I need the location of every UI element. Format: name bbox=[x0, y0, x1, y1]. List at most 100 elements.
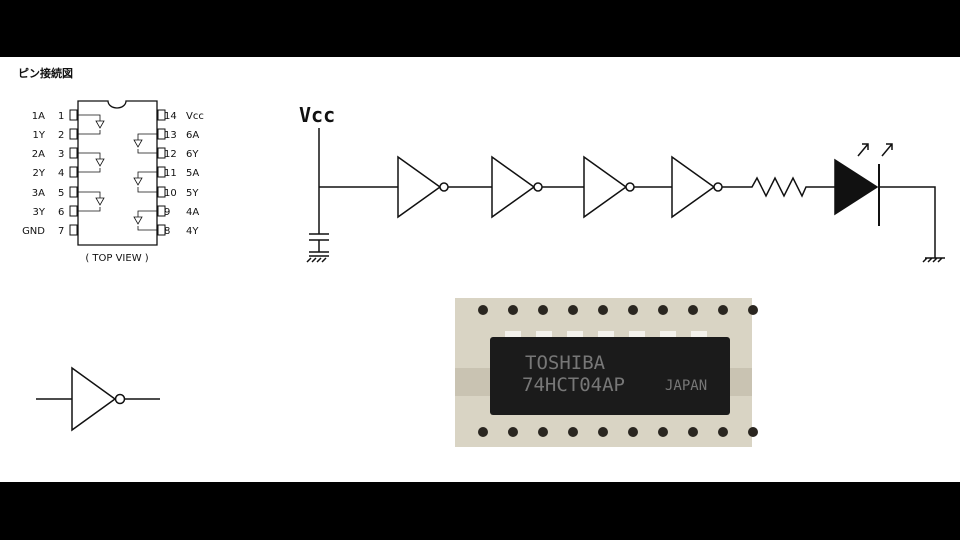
pin-pad bbox=[157, 109, 166, 121]
pin-number: 8 bbox=[164, 226, 170, 237]
ic-pin bbox=[505, 331, 521, 338]
inverter-bubble bbox=[439, 182, 449, 192]
inverter-bubble bbox=[713, 182, 723, 192]
inverter-gate bbox=[583, 155, 628, 219]
pin-pad bbox=[157, 205, 166, 217]
breadboard-hole bbox=[628, 305, 638, 315]
pin-number: 6 bbox=[58, 207, 64, 218]
pin-pad bbox=[69, 186, 78, 198]
ic-pin bbox=[536, 331, 552, 338]
ic-internal-gates bbox=[78, 114, 157, 231]
pin-pad bbox=[157, 224, 166, 236]
ic-pin bbox=[629, 331, 645, 338]
ic-pin bbox=[598, 331, 614, 338]
vcc-label: Vcc bbox=[299, 103, 335, 127]
led-diode bbox=[834, 158, 879, 216]
pin-number: 3 bbox=[58, 149, 64, 160]
inverter-chain-circuit: Vcc bbox=[299, 103, 945, 263]
breadboard-hole bbox=[658, 427, 668, 437]
pin-pad bbox=[69, 147, 78, 159]
breadboard-hole bbox=[478, 427, 488, 437]
internal-inverter bbox=[78, 114, 105, 135]
pin-number: 14 bbox=[164, 111, 177, 122]
not-gate-symbol bbox=[36, 366, 160, 432]
pin-name: 5Y bbox=[186, 188, 199, 199]
breadboard-hole bbox=[658, 305, 668, 315]
pin-name: 2Y bbox=[33, 168, 46, 179]
pin-number: 2 bbox=[58, 130, 64, 141]
breadboard-hole bbox=[748, 427, 758, 437]
pin-name: 2A bbox=[32, 149, 45, 160]
pin-name: 5A bbox=[186, 168, 199, 179]
ic-package-outline bbox=[77, 100, 158, 246]
breadboard-hole bbox=[478, 305, 488, 315]
pin-pad bbox=[157, 147, 166, 159]
ground-symbol-right bbox=[879, 186, 945, 263]
inverter-bubble bbox=[533, 182, 543, 192]
pin-name: 6A bbox=[186, 130, 199, 141]
pin-number: 5 bbox=[58, 188, 64, 199]
internal-inverter bbox=[78, 152, 105, 173]
pin-name: 3A bbox=[32, 188, 45, 199]
pin-pad bbox=[157, 166, 166, 178]
breadboard-hole bbox=[748, 305, 758, 315]
pin-number: 11 bbox=[164, 168, 177, 179]
ground-symbol-left bbox=[306, 255, 329, 263]
ic-pin bbox=[660, 331, 676, 338]
pin-pad bbox=[69, 109, 78, 121]
chip-photo: TOSHIBA 74HCT04AP JAPAN bbox=[455, 298, 758, 447]
ic-pin bbox=[691, 331, 707, 338]
inverter-gate bbox=[491, 155, 536, 219]
pin-number: 10 bbox=[164, 188, 177, 199]
internal-inverter bbox=[133, 210, 157, 231]
inverter-gate bbox=[671, 155, 716, 219]
pin-pad bbox=[69, 166, 78, 178]
chip-brand: TOSHIBA bbox=[525, 352, 606, 374]
breadboard-hole bbox=[538, 427, 548, 437]
pin-number: 13 bbox=[164, 130, 177, 141]
ic-chip-body bbox=[490, 337, 730, 415]
internal-inverter bbox=[133, 133, 157, 154]
chip-origin: JAPAN bbox=[665, 378, 707, 394]
pin-number: 9 bbox=[164, 207, 170, 218]
pin-number: 4 bbox=[58, 168, 64, 179]
decoupling-capacitor bbox=[309, 128, 329, 253]
pin-name: Vcc bbox=[186, 111, 204, 122]
pin-diagram-title: ピン接続図 bbox=[18, 66, 73, 80]
pin-name: 6Y bbox=[186, 149, 199, 160]
inverter-chain bbox=[397, 155, 723, 219]
breadboard-hole bbox=[508, 305, 518, 315]
top-view-label: ( TOP VIEW ) bbox=[85, 253, 148, 264]
pin-name: GND bbox=[22, 226, 45, 237]
chip-part-number: 74HCT04AP bbox=[522, 374, 625, 396]
pin-pad bbox=[69, 205, 78, 217]
pin-pad bbox=[157, 186, 166, 198]
breadboard-hole bbox=[598, 427, 608, 437]
breadboard-hole bbox=[568, 305, 578, 315]
breadboard-hole bbox=[718, 427, 728, 437]
pin-number: 7 bbox=[58, 226, 64, 237]
internal-inverter bbox=[78, 191, 105, 212]
breadboard-hole bbox=[508, 427, 518, 437]
breadboard-hole bbox=[628, 427, 638, 437]
pin-pad bbox=[157, 128, 166, 140]
inverter-bubble bbox=[625, 182, 635, 192]
pin-name: 4Y bbox=[186, 226, 199, 237]
bottom-letterbox bbox=[0, 482, 960, 540]
pin-number: 12 bbox=[164, 149, 177, 160]
top-letterbox bbox=[0, 0, 960, 57]
pin-pad bbox=[69, 224, 78, 236]
breadboard-hole bbox=[688, 305, 698, 315]
inverter-gate bbox=[397, 155, 442, 219]
breadboard-hole bbox=[688, 427, 698, 437]
breadboard-hole bbox=[538, 305, 548, 315]
resistor bbox=[722, 176, 835, 198]
pin-name: 1A bbox=[32, 111, 45, 122]
breadboard-hole bbox=[598, 305, 608, 315]
pin-pad bbox=[69, 128, 78, 140]
breadboard-hole bbox=[718, 305, 728, 315]
